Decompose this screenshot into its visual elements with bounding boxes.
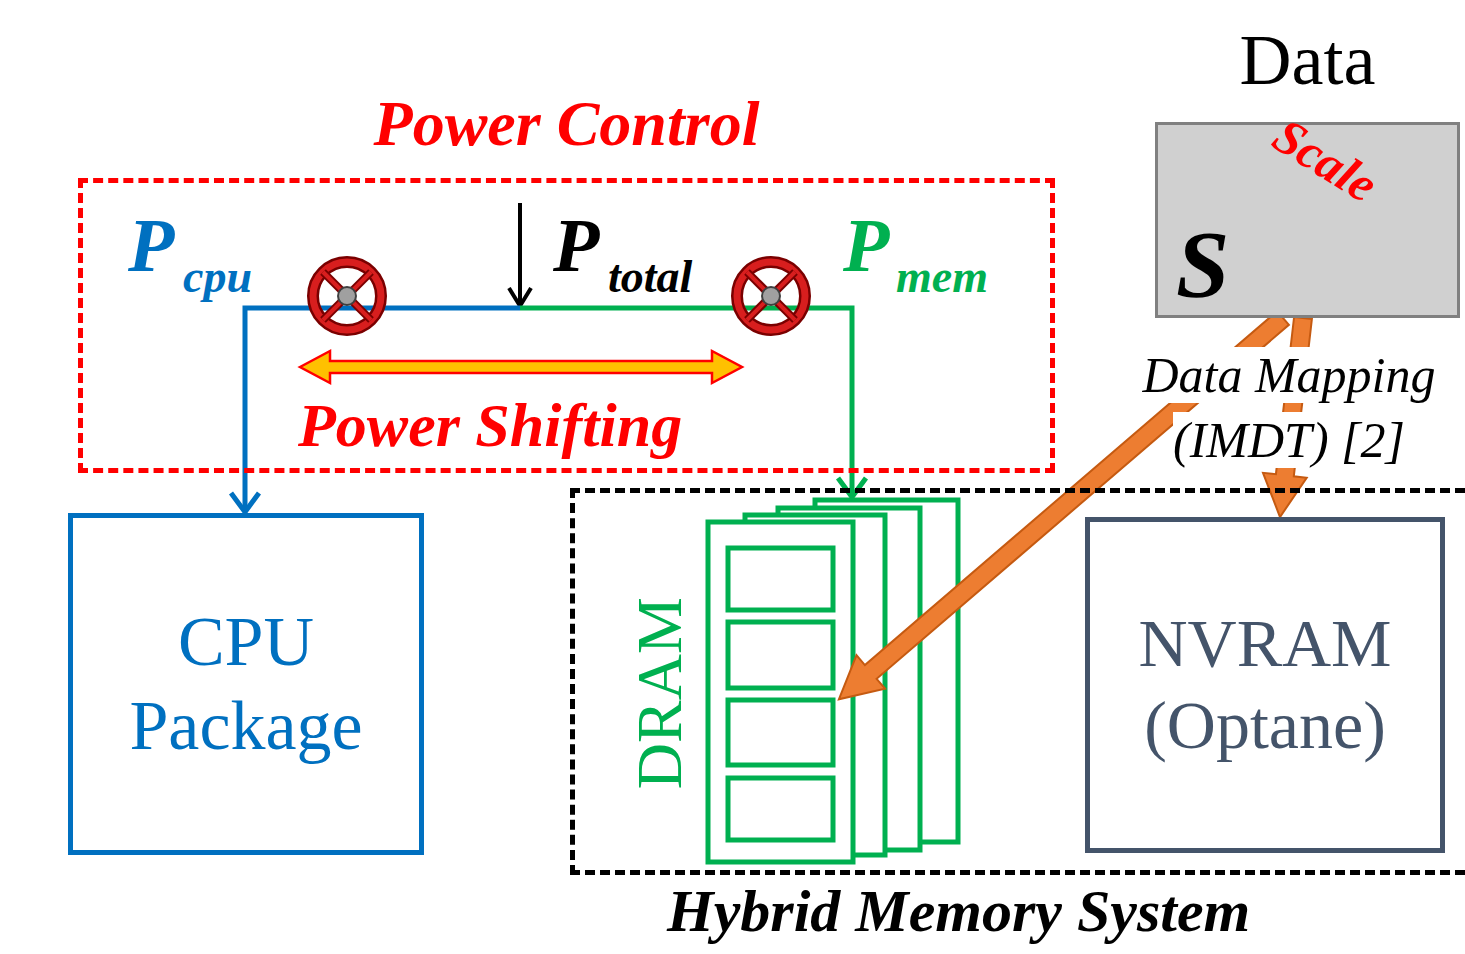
mapping-label: Data Mapping (IMDT) [2] <box>1142 347 1435 468</box>
power-shifting-arrow <box>300 351 742 383</box>
valve-spoke <box>323 272 371 320</box>
valve-rim <box>313 262 381 330</box>
region-title: Hybrid Memory System <box>667 877 1250 946</box>
power-subscript: mem <box>896 250 988 303</box>
box-label: CPU Package <box>91 600 401 768</box>
valve-spoke <box>747 272 795 320</box>
valve-spokes <box>747 272 795 320</box>
hybrid-memory-region: Hybrid Memory SystemDRAMNVRAM (Optane) <box>570 488 1465 875</box>
power-symbol: P <box>553 202 599 289</box>
shift-label: Power Shifting <box>298 390 682 461</box>
scale-label: Scale <box>1265 109 1386 210</box>
valve-rim-outline <box>737 262 805 330</box>
cpu-box: CPU Package <box>68 513 424 855</box>
total-power-arrow <box>509 203 531 306</box>
valve-spoke <box>323 272 371 320</box>
valve-wheel <box>313 262 381 330</box>
arrow-head <box>509 288 531 306</box>
valve-rim <box>737 262 805 330</box>
valve-spoke <box>323 272 371 320</box>
valve-rim-outline <box>313 262 381 330</box>
valve-spoke <box>747 272 795 320</box>
region-title: Power Control <box>83 89 1050 159</box>
box-heading: Data <box>1158 21 1457 100</box>
power-subscript: total <box>608 250 692 303</box>
arrow-head <box>231 493 259 512</box>
double-arrow <box>300 351 742 383</box>
valve-hub <box>762 287 780 305</box>
power-subscript: cpu <box>183 250 252 303</box>
dram-modules <box>708 500 958 862</box>
data-box: DataSScale <box>1155 122 1460 318</box>
dram-chip <box>728 778 833 840</box>
valve-spoke <box>747 272 795 320</box>
valve-wheel <box>737 262 805 330</box>
valve-hub <box>338 287 356 305</box>
valve-spoke <box>323 272 371 320</box>
dram-chip <box>728 548 833 610</box>
arrow-shaft <box>518 203 522 304</box>
power-symbol: P <box>128 202 174 289</box>
box-label: NVRAM (Optane) <box>1100 603 1430 766</box>
mapping-label-holder: Data Mapping (IMDT) [2] <box>1119 343 1459 473</box>
dram-node: DRAM <box>600 498 962 864</box>
valve-spoke <box>747 272 795 320</box>
nvram-box: NVRAM (Optane) <box>1085 517 1445 853</box>
power-symbol: P <box>843 202 889 289</box>
valve-spokes <box>323 272 371 320</box>
dram-module <box>708 522 853 862</box>
dram-label: DRAM <box>625 573 695 813</box>
size-symbol: S <box>1176 217 1229 313</box>
dram-chip <box>728 622 833 688</box>
dram-chip <box>728 700 833 765</box>
valve-spokes <box>323 272 371 320</box>
valve-spokes <box>747 272 795 320</box>
